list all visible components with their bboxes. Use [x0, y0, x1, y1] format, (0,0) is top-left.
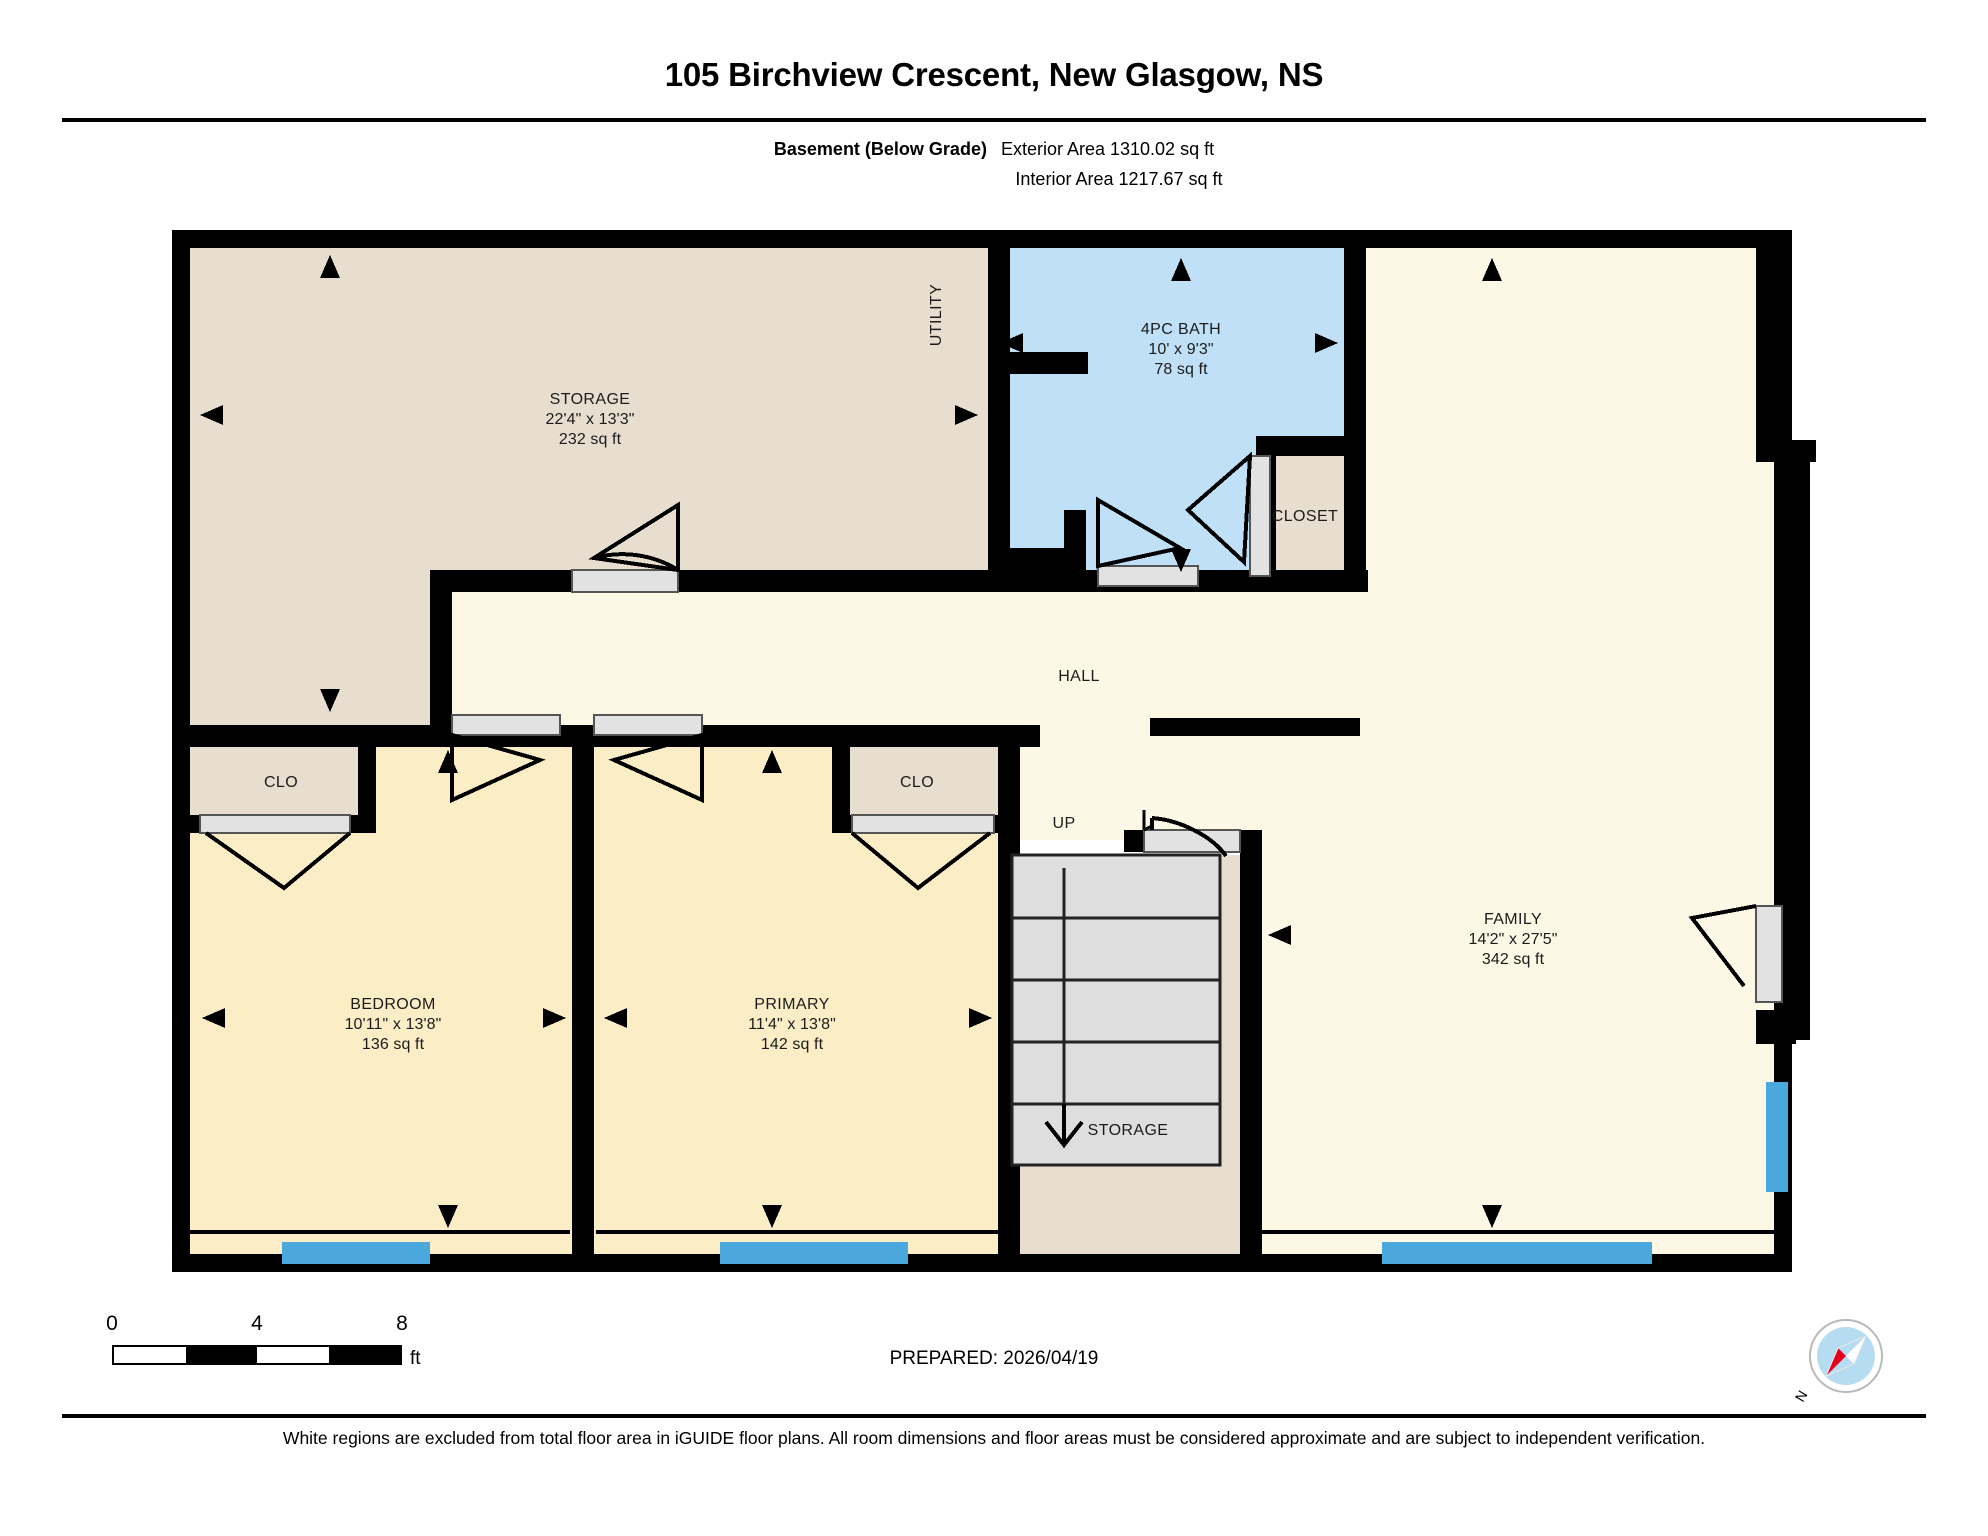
door-storage	[571, 501, 680, 593]
interior-wall-closet-right	[1344, 436, 1366, 580]
area-summary-row-2: Interior Area 1217.67 sq ft	[0, 164, 1988, 194]
room-fill-closet-right	[832, 735, 1002, 825]
door-closet	[1185, 451, 1271, 577]
window-family-bottom	[1382, 1242, 1652, 1264]
interior-area: Interior Area 1217.67 sq ft	[1015, 169, 1223, 189]
room-label-utility: UTILITY	[927, 284, 947, 346]
interior-wall-hall-top	[430, 570, 1368, 592]
scale-segment-3	[257, 1347, 329, 1363]
dimension-arrows	[200, 255, 1502, 1228]
room-name: BEDROOM	[350, 996, 436, 1013]
header-divider	[62, 118, 1926, 122]
room-fill-storage-upper	[184, 240, 1000, 727]
room-label-clo-right: CLO	[900, 773, 934, 793]
room-name: UP	[1052, 815, 1076, 832]
room-name: FAMILY	[1483, 911, 1543, 928]
exterior-wall-jog-right	[1780, 440, 1810, 1040]
room-name: UTILITY	[928, 283, 945, 347]
room-label-storage-upper: STORAGE 22'4" x 13'3" 232 sq ft	[545, 390, 634, 450]
room-fill-hall-family	[440, 240, 1780, 1260]
scale-tick-8: 8	[396, 1312, 408, 1335]
staircase	[1010, 853, 1222, 1167]
door-closet-right	[850, 814, 995, 891]
prepared-date: PREPARED: 2026/04/19	[889, 1348, 1099, 1369]
interior-wall-bath-left-top	[988, 248, 1010, 358]
door-family-exterior	[1688, 904, 1783, 1003]
scale-segment-2	[185, 1347, 257, 1363]
room-label-family: FAMILY 14'2" x 27'5" 342 sq ft	[1468, 910, 1557, 970]
footer-divider	[62, 1414, 1926, 1418]
room-name: CLO	[899, 774, 935, 791]
exterior-wall-jog-lower	[1756, 1010, 1796, 1044]
room-dimensions: 10' x 9'3"	[1148, 341, 1214, 358]
room-name: CLOSET	[1271, 508, 1339, 525]
room-label-clo-left: CLO	[264, 773, 298, 793]
room-area: 78 sq ft	[1154, 361, 1208, 378]
door-primary	[593, 714, 704, 804]
interior-wall-clo-right-left	[832, 725, 850, 833]
room-label-primary: PRIMARY 11'4" x 13'8" 142 sq ft	[748, 995, 836, 1055]
window-primary	[720, 1242, 908, 1264]
room-label-closet: CLOSET	[1272, 507, 1338, 527]
room-area: 342 sq ft	[1481, 951, 1545, 968]
area-summary-row-1: Basement (Below Grade) Exterior Area 1310…	[0, 134, 1988, 164]
compass-icon	[1809, 1319, 1883, 1393]
room-label-bedroom: BEDROOM 10'11" x 13'8" 136 sq ft	[345, 995, 442, 1055]
exterior-area: Exterior Area 1310.02 sq ft	[1000, 139, 1215, 159]
room-name: PRIMARY	[754, 996, 830, 1013]
scale-segment-1	[114, 1347, 186, 1363]
interior-wall-bath-stub	[1000, 352, 1088, 374]
window-family-right	[1766, 1082, 1788, 1192]
room-dimensions: 22'4" x 13'3"	[545, 411, 635, 428]
room-name: CLO	[263, 774, 299, 791]
room-label-storage-lower: STORAGE	[1088, 1121, 1169, 1141]
door-closet-left	[199, 814, 352, 891]
scale-tick-labels: 0 4 8	[106, 1312, 408, 1338]
disclaimer-text: White regions are excluded from total fl…	[282, 1428, 1706, 1448]
room-fill-closet-left	[190, 735, 375, 825]
page-title: 105 Birchview Crescent, New Glasgow, NS	[664, 56, 1324, 93]
scale-unit-label: ft	[410, 1348, 421, 1369]
scale-bar	[112, 1345, 402, 1365]
room-dimensions: 11'4" x 13'8"	[748, 1016, 836, 1033]
room-area: 232 sq ft	[558, 431, 622, 448]
room-area: 142 sq ft	[760, 1036, 824, 1053]
interior-wall-bedroom-divider	[572, 725, 594, 1255]
door-stair-storage	[1142, 810, 1241, 858]
room-fill-utility	[898, 240, 1000, 580]
room-name: 4PC BATH	[1140, 321, 1222, 338]
scale-tick-0: 0	[106, 1312, 118, 1335]
room-label-bath: 4PC BATH 10' x 9'3" 78 sq ft	[1141, 320, 1221, 380]
interior-wall-storage-right	[430, 570, 452, 735]
window-bedroom	[282, 1242, 430, 1264]
interior-wall-bath-right	[1344, 248, 1366, 448]
room-name: STORAGE	[1087, 1122, 1169, 1139]
interior-wall-clo-left-right	[358, 725, 376, 833]
room-label-hall: HALL	[1058, 667, 1100, 687]
exterior-wall-jog-upper	[1756, 248, 1792, 448]
room-dimensions: 14'2" x 27'5"	[1468, 931, 1558, 948]
room-area: 136 sq ft	[361, 1036, 425, 1053]
room-name: HALL	[1058, 668, 1100, 685]
area-summary: Basement (Below Grade) Exterior Area 1310…	[0, 134, 1988, 194]
interior-wall-stair-right	[1240, 840, 1262, 1260]
scale-tick-4: 4	[251, 1312, 263, 1335]
room-fill-closet	[1268, 448, 1348, 578]
room-dimensions: 10'11" x 13'8"	[344, 1016, 442, 1033]
room-label-up: UP	[1052, 814, 1075, 834]
interior-wall-closet-top	[1256, 436, 1366, 456]
floor-name: Basement (Below Grade)	[773, 139, 987, 159]
room-name: STORAGE	[549, 391, 631, 408]
interior-beam-hall	[1150, 718, 1360, 736]
door-bath	[1096, 496, 1199, 587]
scale-segment-4	[328, 1347, 400, 1363]
